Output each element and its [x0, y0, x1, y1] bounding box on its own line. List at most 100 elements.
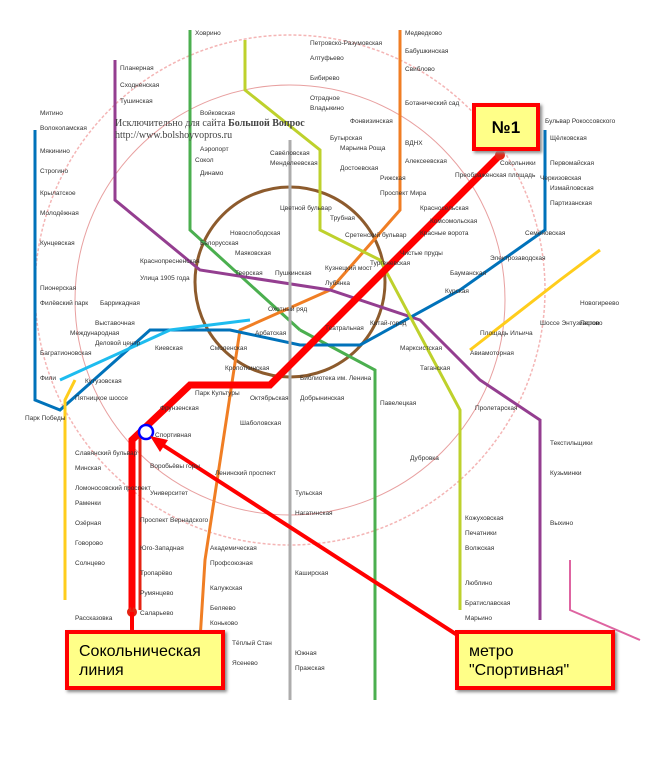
station-label[interactable]: Рассказовка: [75, 615, 113, 622]
station-label[interactable]: Юго-Западная: [140, 545, 184, 552]
station-label[interactable]: Багратионовская: [40, 350, 92, 357]
station-label[interactable]: Площадь Ильича: [480, 330, 533, 337]
station-label[interactable]: Славянский бульвар: [75, 450, 138, 457]
station-label[interactable]: Владыкино: [310, 105, 344, 112]
station-label[interactable]: Войковская: [200, 110, 235, 117]
station-label[interactable]: Университет: [150, 490, 188, 497]
station-label[interactable]: Алексеевская: [405, 158, 447, 165]
station-label[interactable]: Арбатская: [255, 330, 287, 337]
station-label[interactable]: Пятницкое шоссе: [75, 395, 129, 402]
station-label[interactable]: Китай-город: [370, 320, 407, 327]
station-label[interactable]: Выставочная: [95, 320, 135, 327]
station-label[interactable]: Измайловская: [550, 185, 594, 192]
station-label[interactable]: Кузьминки: [550, 470, 582, 477]
station-label[interactable]: Сретенский бульвар: [345, 232, 407, 239]
station-label[interactable]: Пролетарская: [475, 405, 518, 412]
station-label[interactable]: Охотный ряд: [268, 306, 308, 313]
station-label[interactable]: Печатники: [465, 530, 497, 537]
station-label[interactable]: Шоссе Энтузиастов: [540, 320, 600, 327]
station-label[interactable]: Цветной бульвар: [280, 205, 332, 212]
station-label[interactable]: Свиблово: [405, 66, 435, 73]
station-label[interactable]: Бабушкинская: [405, 48, 449, 55]
station-label[interactable]: Саларьево: [140, 610, 174, 617]
station-label[interactable]: Нагатинская: [295, 510, 333, 517]
station-label[interactable]: Филёвский парк: [40, 300, 89, 307]
station-label[interactable]: ВДНХ: [405, 140, 423, 147]
station-label[interactable]: Кутузовская: [85, 378, 122, 385]
station-label[interactable]: Ховрино: [195, 30, 221, 37]
station-label[interactable]: Белорусская: [200, 240, 239, 247]
station-label[interactable]: Таганская: [420, 365, 451, 372]
station-label[interactable]: Румянцево: [140, 590, 174, 597]
station-label[interactable]: Академическая: [210, 545, 257, 552]
station-label[interactable]: Медведково: [405, 30, 442, 37]
station-label[interactable]: Трубная: [330, 215, 355, 222]
station-label[interactable]: Тульская: [295, 490, 323, 497]
station-label[interactable]: Текстильщики: [550, 440, 593, 447]
station-label[interactable]: Волжская: [465, 545, 495, 552]
station-label[interactable]: Тверская: [235, 270, 263, 277]
station-label[interactable]: Красносельская: [420, 205, 469, 212]
station-label[interactable]: Тургеневская: [370, 260, 411, 267]
station-label[interactable]: Лубянка: [325, 280, 350, 287]
station-label[interactable]: Дубровка: [410, 455, 439, 462]
station-label[interactable]: Митино: [40, 110, 63, 117]
station-label[interactable]: Аэропорт: [200, 146, 229, 153]
station-label[interactable]: Шаболовская: [240, 420, 281, 427]
station-label[interactable]: Кропоткинская: [225, 365, 270, 372]
station-label[interactable]: Мякинино: [40, 148, 70, 155]
station-label[interactable]: Менделеевская: [270, 160, 318, 167]
station-label[interactable]: Сокол: [195, 157, 214, 164]
station-label[interactable]: Курская: [445, 288, 469, 295]
station-label[interactable]: Каширская: [295, 570, 329, 577]
station-label[interactable]: Первомайская: [550, 160, 594, 167]
station-label[interactable]: Спортивная: [155, 432, 192, 439]
station-label[interactable]: Библиотека им. Ленина: [300, 375, 372, 382]
station-label[interactable]: Фили: [40, 375, 56, 382]
station-label[interactable]: Октябрьская: [250, 395, 289, 402]
station-label[interactable]: Калужская: [210, 585, 243, 592]
station-label[interactable]: Перово: [580, 320, 603, 327]
station-label[interactable]: Минская: [75, 465, 102, 472]
station-label[interactable]: Улица 1905 года: [140, 275, 190, 282]
station-label[interactable]: Электрозаводская: [490, 255, 546, 262]
station-label[interactable]: Смоленская: [210, 345, 248, 352]
station-label[interactable]: Ленинский проспект: [215, 470, 276, 477]
station-label[interactable]: Бибирево: [310, 75, 340, 82]
station-label[interactable]: Рижская: [380, 175, 406, 182]
station-label[interactable]: Кожуховская: [465, 515, 504, 522]
station-label[interactable]: Бульвар Рокоссовского: [545, 118, 616, 125]
station-label[interactable]: Раменки: [75, 500, 101, 507]
station-label[interactable]: Пионерская: [40, 285, 77, 292]
station-label[interactable]: Савёловская: [270, 150, 310, 157]
station-label[interactable]: Краснопресненская: [140, 258, 200, 265]
station-label[interactable]: Авиамоторная: [470, 350, 514, 357]
station-label[interactable]: Отрадное: [310, 95, 340, 102]
station-label[interactable]: Семёновская: [525, 230, 566, 237]
station-label[interactable]: Баррикадная: [100, 300, 140, 307]
station-label[interactable]: Кунцевская: [40, 240, 75, 247]
station-label[interactable]: Строгино: [40, 168, 69, 175]
station-label[interactable]: Красные ворота: [420, 230, 469, 237]
station-label[interactable]: Пушкинская: [275, 270, 312, 277]
station-label[interactable]: Маяковская: [235, 250, 271, 257]
station-label[interactable]: Коньково: [210, 620, 238, 627]
station-label[interactable]: Ясенево: [232, 660, 258, 667]
station-label[interactable]: Говорово: [75, 540, 103, 547]
station-label[interactable]: Достоевская: [340, 165, 379, 172]
station-label[interactable]: Новогиреево: [580, 300, 620, 307]
station-label[interactable]: Марьина Роща: [340, 145, 386, 152]
station-label[interactable]: Фрунзенская: [160, 405, 199, 412]
station-label[interactable]: Щёлковская: [550, 135, 587, 142]
station-label[interactable]: Чистые пруды: [400, 250, 443, 257]
station-label[interactable]: Солнцево: [75, 560, 105, 567]
sportivnaya-marker[interactable]: [137, 423, 155, 441]
station-label[interactable]: Озёрная: [75, 520, 101, 527]
station-label[interactable]: Волоколамская: [40, 125, 87, 132]
station-label[interactable]: Воробьёвы горы: [150, 463, 200, 470]
station-label[interactable]: Партизанская: [550, 200, 592, 207]
station-label[interactable]: Выхино: [550, 520, 574, 527]
station-label[interactable]: Люблино: [465, 580, 493, 587]
station-label[interactable]: Братиславская: [465, 600, 511, 607]
station-label[interactable]: Тушинская: [120, 98, 153, 105]
